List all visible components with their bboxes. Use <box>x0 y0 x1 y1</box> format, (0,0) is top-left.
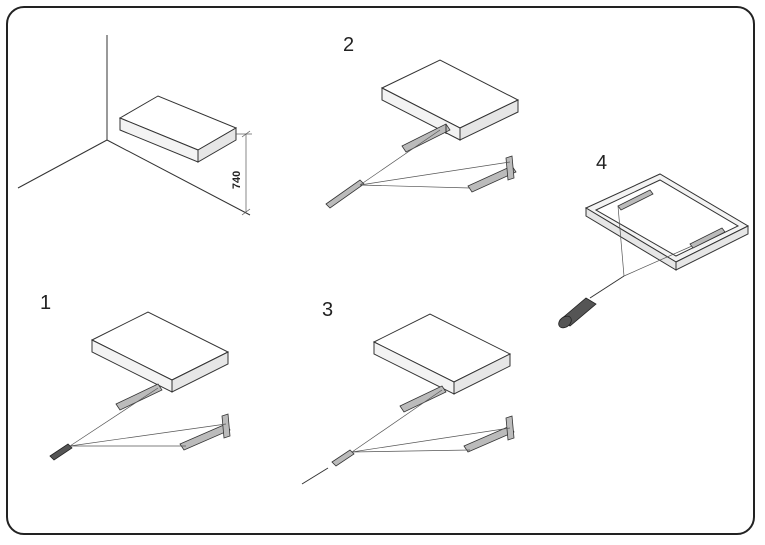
bracket-in-shelf <box>399 385 447 413</box>
step-4-illustration <box>558 173 750 329</box>
dimension-label: 740 <box>231 171 243 189</box>
step-1-illustration <box>49 311 231 461</box>
inner-bracket-left <box>617 189 654 211</box>
screwdriver-icon <box>558 275 625 329</box>
dowel <box>49 443 73 461</box>
diagram-frame <box>6 6 755 535</box>
bracket-in-shelf <box>401 123 451 153</box>
room-corner-scene <box>17 35 251 216</box>
step-2-illustration <box>325 59 520 209</box>
inner-bracket-right <box>689 227 726 249</box>
step-label-2: 2 <box>343 34 355 56</box>
wall-plug <box>331 449 355 467</box>
step-3-illustration <box>301 313 515 485</box>
bracket-in-shelf <box>115 383 163 411</box>
wall-bracket <box>179 413 231 451</box>
wall-bracket <box>467 155 517 193</box>
step-label-1: 1 <box>40 292 52 314</box>
dowel <box>325 179 365 209</box>
height-dimension: 740 <box>231 130 252 216</box>
screw <box>301 467 329 485</box>
shelf-on-wall <box>118 95 238 163</box>
step-label-3: 3 <box>322 299 334 321</box>
step-label-4: 4 <box>596 152 608 174</box>
